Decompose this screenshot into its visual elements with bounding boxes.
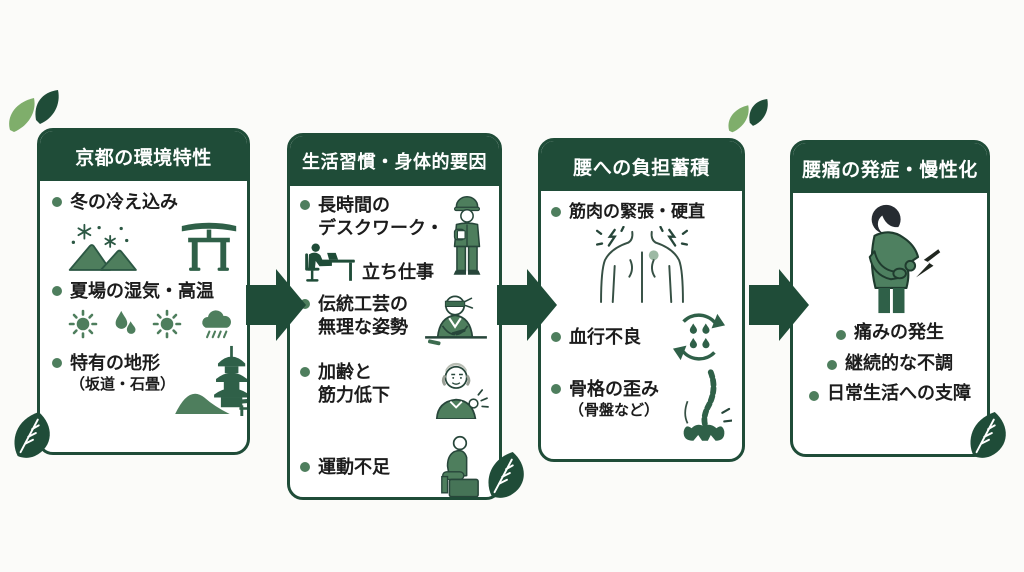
flow-arrow-icon bbox=[497, 269, 557, 341]
bullet-icon bbox=[52, 285, 62, 296]
sitting-person-icon bbox=[437, 435, 481, 497]
panel-title-text: 生活習慣・身体的要因 bbox=[302, 152, 487, 172]
elderly-man-icon bbox=[429, 361, 489, 419]
item-label: 特有の地形 bbox=[70, 353, 160, 373]
panel-title-text: 京都の環境特性 bbox=[75, 147, 212, 169]
sun-icon bbox=[68, 309, 98, 339]
bullet-icon bbox=[551, 332, 561, 343]
item-label: 加齢と bbox=[318, 362, 372, 382]
item-label: 運動不足 bbox=[318, 456, 390, 477]
list-item: 運動不足 bbox=[300, 435, 489, 497]
bullet-icon bbox=[809, 390, 819, 401]
list-item: 長時間の デスクワーク・ bbox=[300, 194, 489, 283]
snowflakes-mountains-icon bbox=[66, 220, 158, 272]
item-label: 日常生活への支障 bbox=[827, 383, 971, 403]
item-label: 痛みの発生 bbox=[854, 322, 944, 342]
item-label: 長時間の bbox=[318, 195, 390, 215]
bullet-icon bbox=[52, 358, 62, 368]
panel-title-text: 腰痛の発症・慢性化 bbox=[802, 159, 978, 181]
panel-title: 京都の環境特性 bbox=[40, 131, 247, 181]
list-item: 夏場の湿気・高温 bbox=[52, 280, 235, 303]
panel-back-strain: 腰への負担蓄積 筋肉の緊張・硬直 bbox=[538, 138, 745, 462]
item-label: デスクワーク・ bbox=[318, 217, 444, 238]
item-label: 立ち仕事 bbox=[362, 261, 434, 282]
panel-title: 腰痛の発症・慢性化 bbox=[793, 143, 987, 193]
rain-cloud-icon bbox=[196, 308, 236, 340]
list-item: 筋肉の緊張・硬直 bbox=[551, 201, 732, 222]
pagoda-hill-icon bbox=[175, 344, 247, 416]
item-label: 筋肉の緊張・硬直 bbox=[569, 202, 705, 221]
item-label: 骨格の歪み bbox=[569, 379, 659, 400]
bullet-icon bbox=[827, 360, 837, 371]
item-label: 継続的な不調 bbox=[845, 352, 953, 373]
sun-icon bbox=[152, 309, 182, 339]
list-item: 血行不良 bbox=[551, 310, 732, 364]
item-label: 夏場の湿気・高温 bbox=[70, 280, 214, 301]
bullet-icon bbox=[551, 384, 561, 395]
leaf-pair-decoration bbox=[726, 96, 772, 140]
spine-pelvis-icon bbox=[676, 368, 732, 446]
list-item: 加齢と 筋力低下 bbox=[300, 361, 489, 419]
blood-circulation-icon bbox=[672, 310, 726, 364]
leaf-pair-decoration bbox=[6, 88, 64, 140]
panel-title: 生活習慣・身体的要因 bbox=[290, 136, 499, 186]
list-item: 継続的な不調 bbox=[803, 352, 977, 375]
bullet-icon bbox=[551, 206, 561, 217]
item-label: 冬の冷え込み bbox=[70, 192, 178, 212]
bullet-icon bbox=[300, 200, 310, 210]
list-item: 伝統工芸の 無理な姿勢 bbox=[300, 293, 489, 349]
list-item: 特有の地形 （坂道・石畳） bbox=[52, 345, 247, 416]
leaf-decoration bbox=[966, 408, 1012, 460]
item-sublabel: （骨盤など） bbox=[569, 401, 660, 419]
item-label: 無理な姿勢 bbox=[318, 316, 408, 337]
panel-lifestyle-factors: 生活習慣・身体的要因 長時間の デスクワーク・ bbox=[287, 133, 502, 500]
bullet-icon bbox=[300, 462, 310, 472]
desk-worker-icon bbox=[302, 241, 358, 283]
panel-kyoto-environment: 京都の環境特性 冬の冷え込み bbox=[37, 128, 250, 455]
item-label: 筋力低下 bbox=[318, 384, 390, 405]
item-label: 血行不良 bbox=[569, 327, 641, 347]
water-drops-icon bbox=[112, 309, 138, 339]
bullet-icon bbox=[300, 367, 310, 377]
leaf-decoration bbox=[484, 448, 530, 500]
flow-arrow-icon bbox=[749, 269, 809, 341]
panel-pain-onset: 腰痛の発症・慢性化 痛みの発生 bbox=[790, 140, 990, 457]
back-muscle-pain-icon bbox=[586, 226, 698, 304]
craftsman-icon bbox=[423, 293, 489, 349]
item-label: 伝統工芸の bbox=[318, 294, 408, 314]
panel-title-text: 腰への負担蓄積 bbox=[573, 157, 710, 179]
man-holding-back-icon bbox=[830, 201, 950, 315]
list-item: 痛みの発生 bbox=[803, 321, 977, 344]
list-item: 冬の冷え込み bbox=[52, 191, 235, 214]
torii-gate-icon bbox=[180, 218, 238, 272]
bullet-icon bbox=[52, 197, 62, 208]
panel-body: 冬の冷え込み bbox=[40, 181, 247, 426]
leaf-decoration bbox=[10, 408, 56, 460]
standing-worker-icon bbox=[444, 194, 490, 278]
bullet-icon bbox=[836, 329, 846, 340]
flow-arrow-icon bbox=[246, 269, 306, 341]
list-item: 骨格の歪み （骨盤など） bbox=[551, 369, 732, 446]
item-sublabel: （坂道・石畳） bbox=[70, 375, 176, 393]
panel-title: 腰への負担蓄積 bbox=[541, 141, 742, 191]
list-item: 日常生活への支障 bbox=[803, 382, 977, 405]
